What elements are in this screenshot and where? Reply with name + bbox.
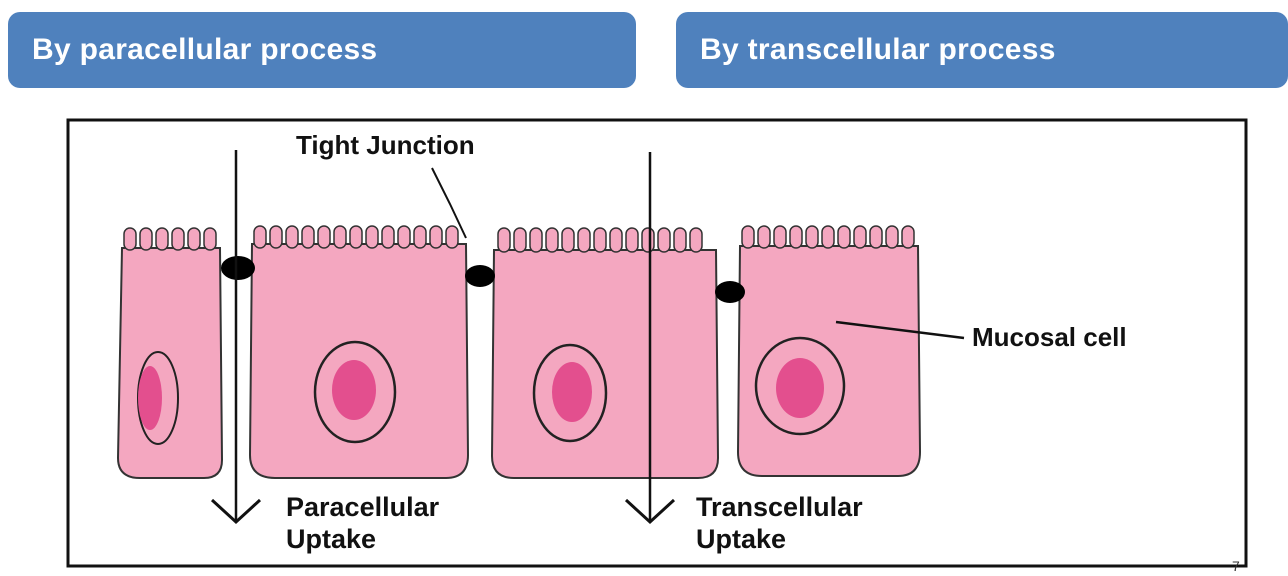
page-number: 7 — [1232, 558, 1240, 574]
transcellular-label-line1: Transcellular — [696, 492, 863, 522]
paracellular-label-line1: Paracellular — [286, 492, 440, 522]
nucleus-1 — [138, 366, 162, 430]
mucosal-cell-3 — [492, 228, 718, 478]
mucosal-cell-2 — [250, 226, 468, 478]
nucleus-3 — [552, 362, 592, 422]
transcellular-label-line2: Uptake — [696, 524, 786, 554]
tight-junction-3 — [715, 281, 745, 303]
tight-junction-1 — [221, 256, 255, 280]
nucleus-4 — [776, 358, 824, 418]
tight-junction-label: Tight Junction — [296, 130, 475, 160]
nucleus-2 — [332, 360, 376, 420]
mucosal-cell-4 — [738, 226, 920, 476]
tight-junction-2 — [465, 265, 495, 287]
paracellular-label-line2: Uptake — [286, 524, 376, 554]
mucosal-cell-1 — [118, 228, 222, 478]
mucosal-cell-label: Mucosal cell — [972, 322, 1127, 352]
